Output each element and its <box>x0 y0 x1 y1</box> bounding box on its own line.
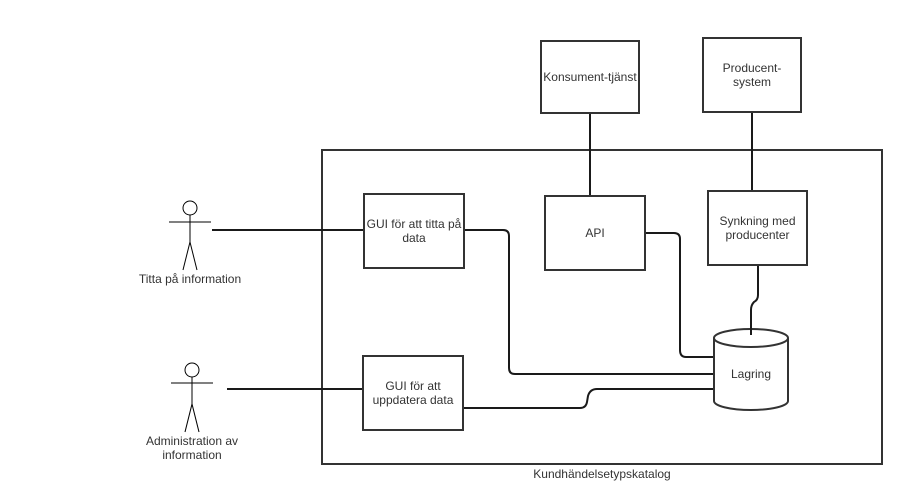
api-node[interactable]: API <box>544 195 646 271</box>
sync-label: Synkning med producenter <box>719 214 796 242</box>
api-label: API <box>585 226 605 240</box>
edge-gui-update-storage <box>464 388 714 409</box>
storage-label: Lagring <box>730 367 772 381</box>
actor-viewer-label: Titta på information <box>138 272 242 286</box>
system-boundary <box>321 149 883 465</box>
storage-cylinder[interactable] <box>713 328 789 411</box>
actor-admin-icon <box>171 362 213 433</box>
producer-system-label: Producent-system <box>722 61 782 89</box>
gui-view-node[interactable]: GUI för att titta på data <box>363 193 465 269</box>
container-label: Kundhändelsetypskatalog <box>533 467 671 481</box>
sync-node[interactable]: Synkning med producenter <box>707 190 808 266</box>
producer-system-node[interactable]: Producent-system <box>702 37 802 113</box>
edge-sync-storage <box>750 266 759 335</box>
actor-admin-label: Administration av information <box>145 434 239 462</box>
actor-viewer-icon <box>169 200 211 271</box>
consumer-service-label: Konsument-tjänst <box>543 70 637 84</box>
gui-update-node[interactable]: GUI för att uppdatera data <box>362 355 464 431</box>
edge-api-storage <box>645 232 714 358</box>
edge-gui-view-storage <box>464 229 714 375</box>
consumer-service-node[interactable]: Konsument-tjänst <box>540 40 640 114</box>
gui-update-label: GUI för att uppdatera data <box>372 379 454 407</box>
gui-view-label: GUI för att titta på data <box>366 217 462 245</box>
